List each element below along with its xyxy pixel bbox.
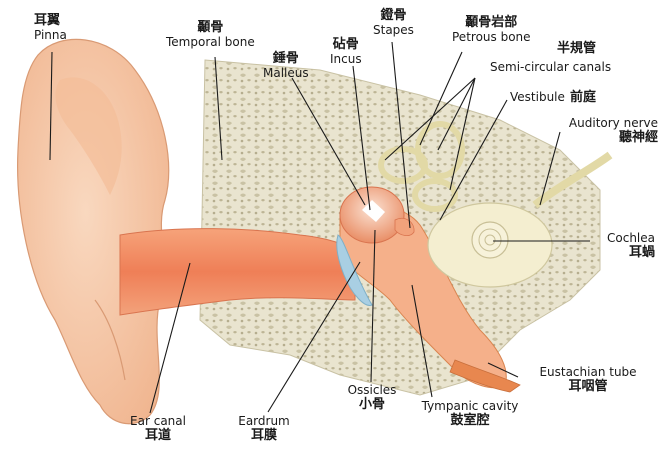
- stapes-leader: [391, 41, 411, 229]
- label-ear-canal: Ear canal 耳道: [118, 414, 198, 444]
- pinna-shape: [17, 38, 170, 425]
- auditory-nerve-leader: [539, 131, 561, 206]
- label-temporal-bone: 顳骨 Temporal bone: [166, 20, 255, 50]
- temporal-bone-en: Temporal bone: [166, 34, 255, 49]
- petrous-bone-zh: 顳骨岩部: [465, 15, 518, 30]
- auditory-nerve-en: Auditory nerve: [568, 116, 658, 130]
- temporal-bone-leader: [214, 56, 223, 161]
- label-eustachian-tube: Eustachian tube 耳咽管: [518, 365, 658, 395]
- eustachian-tube-leader: [487, 362, 519, 378]
- tympanic-cavity-leader: [411, 284, 433, 398]
- ear-canal-leader: [149, 262, 191, 414]
- malleus-zh: 錘骨: [272, 51, 299, 66]
- cochlea-en: Cochlea: [607, 231, 655, 245]
- labyrinth-shape: [378, 121, 613, 288]
- semicircular-canals-zh: 半規管: [557, 41, 597, 56]
- vestibule-leader: [439, 99, 508, 221]
- label-vestibule: Vestibule 前庭: [510, 87, 596, 106]
- auditory-nerve-zh: 聽神經: [618, 129, 658, 145]
- label-incus: 砧骨 Incus: [330, 37, 362, 67]
- ossicles-zh: 小骨: [358, 396, 385, 412]
- malleus-en: Malleus: [263, 65, 309, 80]
- eardrum-en: Eardrum: [238, 414, 290, 428]
- tympanic-cavity-en: Tympanic cavity: [421, 399, 519, 413]
- eustachian-tube-shape: [449, 359, 521, 393]
- ossicles-shape: [339, 186, 415, 244]
- eustachian-tube-zh: 耳咽管: [568, 378, 608, 394]
- label-semicircular-canals-zh: 半規管: [557, 41, 597, 57]
- stapes-en: Stapes: [373, 22, 414, 37]
- vestibule-en: Vestibule: [510, 90, 565, 104]
- semicircular-canals-en: Semi-circular canals: [490, 60, 612, 74]
- malleus-leader: [291, 77, 366, 206]
- label-malleus: 錘骨 Malleus: [263, 51, 309, 81]
- ear-canal-shape: [119, 228, 356, 316]
- label-pinna: 耳翼 Pinna: [34, 13, 67, 43]
- incus-leader: [352, 65, 371, 211]
- label-semicircular-canals-en: Semi-circular canals: [490, 60, 612, 75]
- label-petrous-bone: 顳骨岩部 Petrous bone: [452, 15, 531, 45]
- incus-zh: 砧骨: [332, 37, 359, 52]
- ossicles-en: Ossicles: [347, 383, 397, 397]
- label-tympanic-cavity: Tympanic cavity 鼓室腔: [420, 399, 520, 429]
- ear-canal-en: Ear canal: [130, 414, 186, 428]
- cochlea-zh: 耳蝸: [628, 244, 655, 260]
- label-eardrum: Eardrum 耳膜: [228, 414, 300, 444]
- label-cochlea: Cochlea 耳蝸: [585, 231, 655, 261]
- petrous-bone-leader: [419, 51, 463, 146]
- temporal-bone-zh: 顳骨: [197, 20, 224, 35]
- leader-lines: [49, 41, 590, 414]
- pinna-en: Pinna: [34, 27, 67, 42]
- petrous-bone-en: Petrous bone: [452, 29, 531, 44]
- ossicles-leader: [370, 229, 376, 383]
- eustachian-tube-en: Eustachian tube: [539, 365, 637, 379]
- semicircular-leader-2: [437, 77, 476, 151]
- pinna-zh: 耳翼: [34, 13, 61, 28]
- label-auditory-nerve: Auditory nerve 聽神經: [516, 116, 658, 146]
- semicircular-leader-1: [384, 77, 476, 161]
- pinna-leader: [49, 51, 53, 161]
- eardrum-leader: [267, 261, 361, 413]
- label-stapes: 鐙骨 Stapes: [373, 8, 414, 38]
- ear-canal-zh: 耳道: [144, 427, 171, 443]
- stapes-zh: 鐙骨: [380, 8, 407, 23]
- vestibule-zh: 前庭: [569, 90, 596, 105]
- eardrum-zh: 耳膜: [250, 427, 277, 443]
- incus-en: Incus: [330, 51, 362, 66]
- semicircular-leader-3: [449, 77, 476, 191]
- label-ossicles: Ossicles 小骨: [342, 383, 402, 413]
- tympanic-cavity-zh: 鼓室腔: [450, 412, 490, 428]
